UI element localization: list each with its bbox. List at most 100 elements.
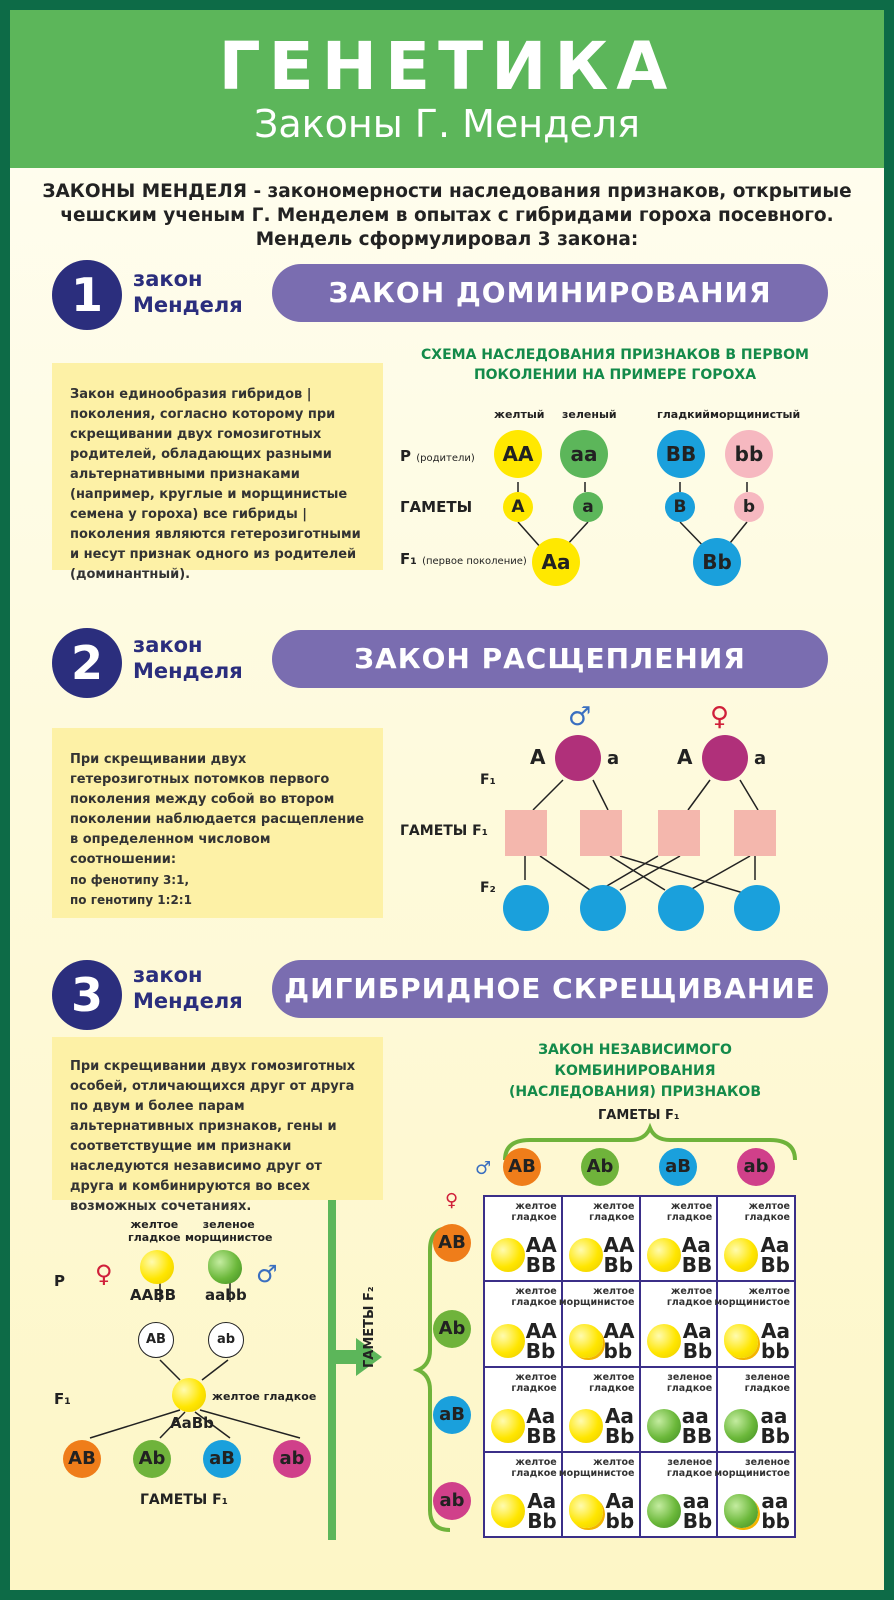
f1-label: F₁ [54,1390,71,1408]
poster: ГЕНЕТИКА Законы Г. Менделя ЗАКОНЫ МЕНДЕЛ… [10,10,884,1590]
genotype-b: Bb [682,1509,713,1533]
allele-a: a [754,748,767,769]
scheme-lines [89,482,797,1540]
pea-green-wrinkled [208,1250,242,1284]
p-label: P (родители) [400,447,475,465]
label-smooth: гладкий [657,408,710,421]
phenotype-shape: гладкое [589,1212,635,1223]
row-gamete-ab: ab [433,1482,471,1520]
desc-line: гладкое [128,1231,181,1244]
gamete-aB: aB [203,1440,241,1478]
genotype-b: Bb [603,1253,634,1278]
pea-yellow-smooth [491,1494,525,1528]
female-symbol: ♀ [710,702,730,732]
page-subtitle: Законы Г. Менделя [254,102,640,146]
p-letter: P [400,447,411,465]
pea-yellow-smooth [646,1323,681,1358]
pea-green-wrinkled [724,1494,759,1528]
f1-label: F₁ (первое поколение) [400,550,527,568]
gamete-a: a [573,492,603,522]
law-text-3: При скрещивании двух гомозиготных особей… [52,1037,383,1214]
gamete-ab: ab [273,1440,311,1478]
gamete-box [505,810,547,856]
gametes-f1-top: ГАМЕТЫ F₁ [598,1108,680,1123]
phenotype-shape: гладкое [666,1382,713,1394]
label-yellow: желтый [494,408,545,421]
row-gamete-aB: aB [433,1396,471,1434]
phenotype-color: желтое [593,1371,635,1383]
pea-yellow-wrinkled [568,1323,603,1358]
phenotype-color: желтое [515,1201,557,1212]
pea-yellow-smooth [172,1378,206,1412]
genotype-b: BB [681,1423,713,1448]
phenotype-color: желтое [670,1201,713,1212]
gamete-Ab: Ab [133,1440,171,1478]
allele-A: A [677,745,693,769]
parent2-genotype: aabb [205,1286,247,1304]
genotype-a: aa [682,1489,710,1513]
genotype-b: BB [681,1253,713,1278]
offspring-circle [734,885,780,931]
law-title-2: ЗАКОН РАСЩЕПЛЕНИЯ [272,630,828,688]
pea-yellow-smooth [491,1408,525,1443]
pea-green-smooth [646,1494,681,1528]
genotype-a: Aa [604,1403,634,1428]
genotype-a: Aa [761,1318,790,1343]
genotype-a: aa [681,1403,709,1428]
punnett-title: ЗАКОН НЕЗАВИСИМОГО КОМБИНИРОВАНИЯ (НАСЛЕ… [509,1042,761,1100]
pea-green-smooth [724,1408,759,1443]
desc-line: желтое [130,1218,179,1231]
gene-circle-Aa: Aa [532,538,580,586]
phenotype-shape: морщинистое [714,1467,790,1479]
genotype-b: Bb [760,1253,790,1278]
offspring-circle [658,885,704,931]
pea-yellow-smooth [491,1323,525,1358]
phenotype-color: желтое [515,1286,557,1298]
parent1-genotype: AABB [130,1286,177,1304]
genotype-b: BB [525,1253,557,1278]
male-symbol: ♂ [256,1260,278,1288]
law-label-line: Менделя [133,989,243,1013]
gametes-f1-label: ГАМЕТЫ F₁ [400,823,488,839]
gene-circle-BB: BB [657,430,705,478]
label-green: зеленый [562,408,617,421]
phenotype-color: желтое [670,1286,713,1298]
column-gamete-AB: AB [503,1148,541,1186]
law-label-line: закон [133,633,203,657]
law-label-line: закон [133,267,203,291]
genotype-a: Aa [526,1403,556,1428]
column-gamete-aB: aB [659,1148,697,1186]
phenotype-color: желтое [593,1456,635,1468]
genotype-b: Bb [682,1338,713,1363]
phenotype-shape: гладкое [666,1212,713,1223]
gamete-box [658,810,700,856]
pea-yellow-smooth [568,1238,603,1273]
genotype-a: AA [525,1318,557,1343]
phenotype-shape: гладкое [744,1382,790,1394]
gamete-box [734,810,776,856]
gametes-f1-label: ГАМЕТЫ F₁ [140,1492,228,1508]
phenotype-shape: гладкое [666,1467,713,1479]
desc-line: зеленое [202,1218,255,1231]
pea-green-smooth [646,1408,681,1443]
